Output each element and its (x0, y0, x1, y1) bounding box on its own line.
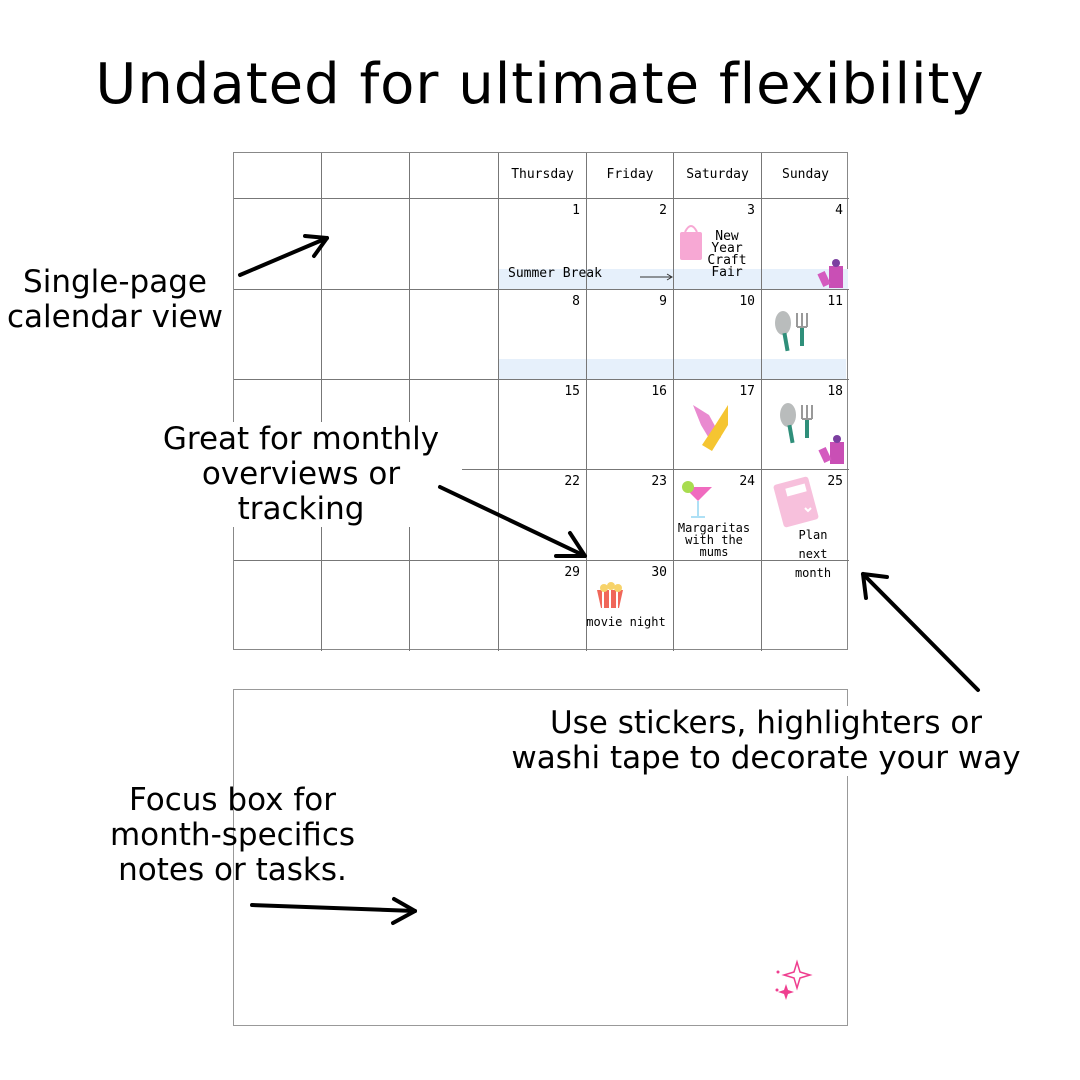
arrow-icon (861, 572, 980, 692)
event-plan-next-month: Plan next month (794, 528, 832, 580)
day-cell[interactable]: 11 (762, 290, 849, 380)
day-number: 3 (747, 203, 755, 218)
day-header[interactable] (410, 153, 499, 199)
focus-box[interactable] (233, 689, 848, 1026)
day-cell[interactable]: 18 (762, 380, 849, 470)
day-cell[interactable]: 29 (499, 561, 587, 651)
day-cell[interactable]: 22 (499, 470, 587, 561)
day-header[interactable] (234, 153, 322, 199)
day-cell[interactable]: 8 (499, 290, 587, 380)
day-number: 2 (659, 203, 667, 218)
day-cell[interactable]: 30 (587, 561, 674, 651)
day-cell[interactable]: 23 (587, 470, 674, 561)
day-number: 18 (827, 384, 843, 399)
day-cell[interactable]: 4 (762, 199, 849, 290)
day-cell[interactable] (234, 199, 322, 290)
callout-stickers: Use stickers, highlighters or washi tape… (505, 706, 1027, 776)
day-cell[interactable]: 15 (499, 380, 587, 470)
day-cell[interactable] (234, 290, 322, 380)
day-number: 15 (564, 384, 580, 399)
day-cell[interactable] (674, 561, 762, 651)
callout-monthly: Great for monthly overviews or tracking (140, 422, 462, 527)
day-cell[interactable]: 25 (762, 470, 849, 561)
day-number: 30 (651, 565, 667, 580)
page-title: Undated for ultimate flexibility (95, 52, 985, 117)
day-number: 29 (564, 565, 580, 580)
day-number: 23 (651, 474, 667, 489)
day-number: 8 (572, 294, 580, 309)
day-cell[interactable] (410, 561, 499, 651)
day-cell[interactable] (410, 199, 499, 290)
callout-focus: Focus box for month-specifics notes or t… (109, 782, 356, 888)
washi-tape-week-2 (498, 359, 846, 379)
day-number: 24 (739, 474, 755, 489)
day-number: 16 (651, 384, 667, 399)
day-cell[interactable] (410, 290, 499, 380)
event-movie-night: movie night (586, 615, 666, 629)
day-number: 25 (827, 474, 843, 489)
day-number: 17 (739, 384, 755, 399)
event-margaritas: Margaritas with the mums (677, 521, 751, 559)
day-cell[interactable]: 16 (587, 380, 674, 470)
day-header[interactable]: Sunday (762, 153, 849, 199)
day-cell[interactable]: 24 (674, 470, 762, 561)
day-cell[interactable]: 17 (674, 380, 762, 470)
day-number: 4 (835, 203, 843, 218)
day-cell[interactable]: 2 (587, 199, 674, 290)
day-number: 9 (659, 294, 667, 309)
day-header[interactable] (322, 153, 410, 199)
day-header[interactable]: Saturday (674, 153, 762, 199)
day-number: 10 (739, 294, 755, 309)
day-cell[interactable] (322, 561, 410, 651)
day-cell[interactable] (322, 199, 410, 290)
day-cell[interactable]: 1 (499, 199, 587, 290)
day-header[interactable]: Thursday (499, 153, 587, 199)
day-cell[interactable] (322, 290, 410, 380)
day-number: 11 (827, 294, 843, 309)
day-header[interactable]: Friday (587, 153, 674, 199)
day-cell[interactable] (234, 561, 322, 651)
day-cell[interactable]: 3 (674, 199, 762, 290)
day-number: 22 (564, 474, 580, 489)
event-craft-fair: New Year Craft Fair (707, 229, 747, 280)
day-number: 1 (572, 203, 580, 218)
event-summer-break: Summer Break (508, 266, 602, 281)
callout-single-page: Single-page calendar view (4, 265, 226, 335)
day-cell[interactable]: 10 (674, 290, 762, 380)
day-cell[interactable]: 9 (587, 290, 674, 380)
